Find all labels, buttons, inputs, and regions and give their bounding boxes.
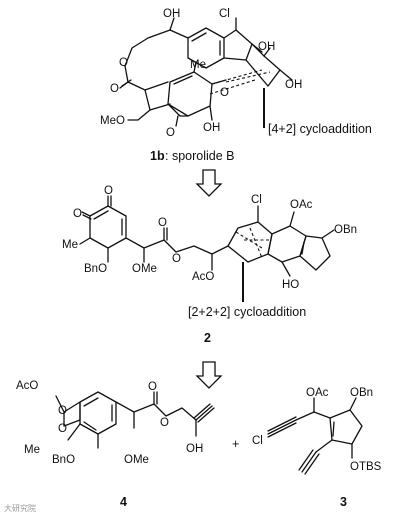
label-aco: AcO [16,380,38,392]
compound-2-atom-labels: O O Me BnO OMe O O AcO Cl OAc OBn HO [62,185,357,291]
label-oh: OH [163,8,180,20]
label-o: O [148,381,157,393]
label-o: O [104,185,113,197]
cycloaddition-label-2-2-2: [2+2+2] cycloaddition [188,305,306,319]
label-me: Me [190,59,206,71]
watermark: 大研究院 [4,503,36,513]
label-bno: BnO [52,454,75,466]
compound-1b-structure [119,17,293,128]
label-o: O [73,208,82,220]
plus-sign: + [232,437,239,451]
label-otbs: OTBS [350,461,382,473]
compound-number-1b: 1b [150,149,165,163]
label-cl: Cl [251,194,262,206]
label-o: O [58,405,67,417]
label-aco: AcO [192,271,214,283]
label-ome: OMe [132,263,157,275]
compound-number-2: 2 [204,331,211,345]
label-me: Me [62,239,78,251]
compound-1b-caption: 1b : sporolide B [150,149,234,163]
label-o: O [160,417,169,429]
compound-number-4: 4 [120,495,127,509]
label-ho: HO [282,279,299,291]
label-oh: OH [285,79,302,91]
label-o: O [166,127,175,139]
label-meo: MeO [100,115,125,127]
compound-name-sporolide-b: : sporolide B [165,149,234,163]
retrosynthetic-arrow [195,361,223,389]
label-oh: OH [186,443,203,455]
label-bno: BnO [84,263,107,275]
label-o: O [172,253,181,265]
retrosynthetic-arrow [195,169,223,197]
label-o: O [119,57,128,69]
label-oac: OAc [306,387,329,399]
cycloaddition-label-4-2: [4+2] cycloaddition [268,122,372,136]
label-o: O [220,87,229,99]
compound-1b-atom-labels: OH Cl OH OH Me O O MeO O OH O [100,8,302,139]
compound-3-structure [267,397,363,475]
compound-number-3: 3 [340,495,347,509]
label-o: O [158,217,167,229]
compound-3-atom-labels: OAc OBn Cl OTBS [252,387,382,473]
label-o: O [110,83,119,95]
label-oh: OH [258,41,275,53]
label-obn: OBn [334,224,357,236]
label-oh: OH [203,122,220,134]
label-oac: OAc [290,199,313,211]
label-cl: Cl [219,8,230,20]
label-ome: OMe [124,454,149,466]
label-cl: Cl [252,435,263,447]
compound-4-structure [55,391,215,449]
label-obn: OBn [350,387,373,399]
label-me: Me [24,444,40,456]
compound-2-structure [79,195,335,302]
compound-4-atom-labels: AcO O O Me BnO OMe O O OH [16,380,203,466]
label-o: O [58,423,67,435]
